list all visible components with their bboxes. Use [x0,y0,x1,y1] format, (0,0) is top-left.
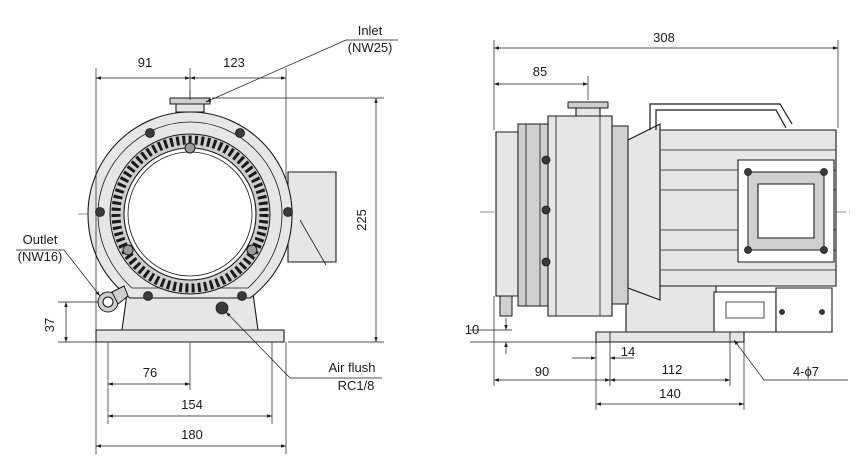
terminal-box-window [757,183,815,239]
switch [725,301,765,319]
dim-bottom-offset: 10 [465,322,479,337]
screw [819,309,825,315]
bolt [237,291,247,301]
dim-top-left: 91 [138,55,152,70]
inlet-leader [205,39,398,103]
side-inlet-flange [567,101,609,109]
bolt [541,155,551,165]
bolt [145,128,155,138]
support-strut [299,219,327,266]
dim-base-140: 140 [659,386,681,401]
dim-bolt-112: 112 [662,362,683,377]
screw [820,168,828,176]
bolt [235,128,245,138]
housing-bolts [95,128,293,301]
dim-base-height: 37 [42,318,57,332]
mount-holes-leader [733,339,848,381]
front-cover [495,131,519,297]
outlet-spec: (NW16) [18,249,63,264]
bolt [95,207,105,217]
screw [820,246,828,254]
scroll-cover [123,147,257,281]
air-flush-leader [225,311,382,379]
screw [744,246,752,254]
dim-height: 225 [354,209,369,231]
carry-handle [649,103,793,130]
airflush-label: Air flush [329,360,376,375]
bolt [246,244,258,256]
inlet-flange [169,97,211,105]
air-flush-port [215,301,229,315]
carry-handle-inner [655,109,787,130]
cooling-fins [111,135,269,293]
dim-bolt-spacing: 154 [181,397,203,412]
airflush-spec: RC1/8 [338,378,375,393]
connector-box [775,287,833,333]
base-plate [95,329,285,343]
motor-side-block [287,171,337,263]
front-view: 91 123 Inlet (NW25) 225 Outlet (NW16) 37… [16,23,398,454]
bolt [541,257,551,267]
side-outlet-fitting [499,295,513,317]
bolt [541,205,551,215]
dim-front-90: 90 [535,364,549,379]
inlet-spec: (NW25) [348,40,393,55]
mount-holes-label: 4-ϕ7 [793,364,819,379]
screw [779,309,785,315]
dim-total-length: 308 [653,30,675,45]
dim-top-right: 123 [223,55,245,70]
scroll-rear-plate [611,125,629,305]
dim-total-width: 180 [181,427,203,442]
screw [744,168,752,176]
side-view: 308 85 10 14 90 112 140 4-ϕ7 [465,30,850,410]
dim-inlet-offset: 85 [533,64,547,79]
switch-box [713,291,777,333]
outlet-port-bore [102,296,114,308]
bolt [184,142,196,154]
outlet-label: Outlet [23,232,58,247]
outlet-leader [16,249,101,297]
scroll-body [547,115,613,317]
side-inlet-neck [575,107,601,117]
bolt [143,291,153,301]
inlet-neck [175,103,205,113]
outlet-valve [111,285,129,305]
bolt [122,244,134,256]
front-housing [517,123,549,307]
dim-bolt-offset: 76 [143,365,157,380]
motor-flange [627,123,661,301]
bolt [283,207,293,217]
side-base-plate [595,331,745,343]
dim-base-14: 14 [621,344,635,359]
inlet-label: Inlet [358,23,383,38]
